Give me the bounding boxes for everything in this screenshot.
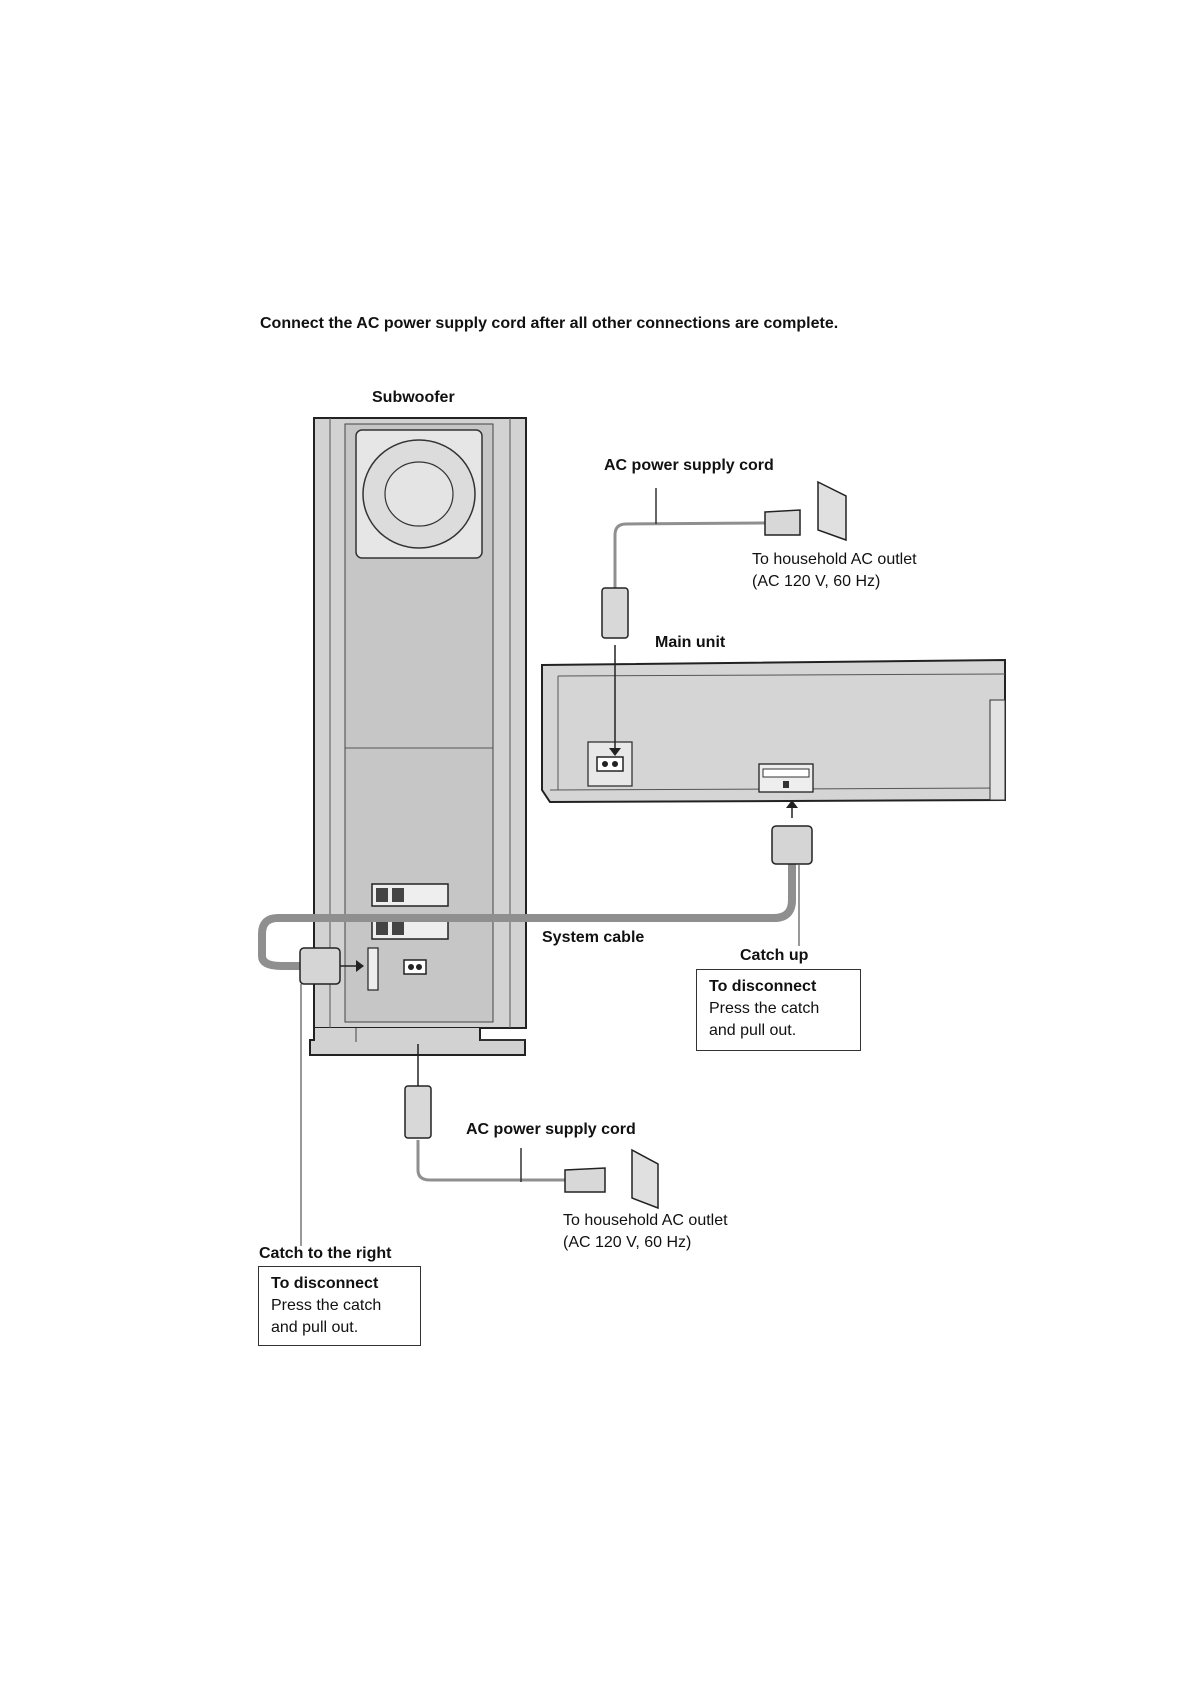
main-unit-drawing [541,658,1006,804]
label-catch-right: Catch to the right [259,1245,392,1262]
disconnect-line-1: Press the catch [709,1000,820,1017]
main-ac-inlet-icon [596,756,624,772]
subwoofer-drawing [309,417,527,1056]
disconnect-box-catch-up: To disconnect Press the catch and pull o… [696,969,861,1051]
disconnect-title: To disconnect [709,978,817,995]
label-outlet-top-2: (AC 120 V, 60 Hz) [752,573,881,590]
disconnect-line-2: and pull out. [271,1319,359,1336]
label-system-cable: System cable [542,929,645,946]
disconnect-line-2: and pull out. [709,1022,797,1039]
label-outlet-top-1: To household AC outlet [752,551,917,568]
label-ac-cord-bottom: AC power supply cord [466,1121,636,1138]
wall-outlet-top-icon [817,480,847,542]
wall-outlet-bottom-icon [631,1148,659,1210]
disconnect-title: To disconnect [271,1275,379,1292]
disconnect-box-catch-right: To disconnect Press the catch and pull o… [258,1266,421,1346]
label-main-unit: Main unit [655,634,726,651]
instruction-text: Connect the AC power supply cord after a… [260,315,839,332]
disconnect-line-1: Press the catch [271,1297,382,1314]
ac-cord-top [613,488,766,588]
label-outlet-bottom-2: (AC 120 V, 60 Hz) [563,1234,692,1251]
label-outlet-bottom-1: To household AC outlet [563,1212,728,1229]
label-subwoofer: Subwoofer [372,389,455,406]
label-ac-cord-top: AC power supply cord [604,457,774,474]
sub-ac-inlet-icon [403,959,427,975]
system-cable [258,858,796,970]
label-catch-up: Catch up [740,947,809,964]
